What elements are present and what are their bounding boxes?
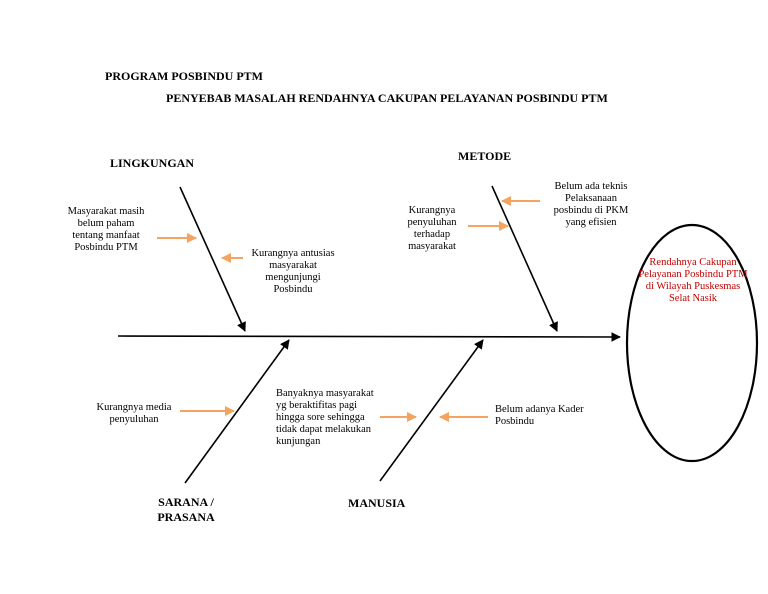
effect-ellipse (625, 223, 759, 463)
cause-line: masyarakat (408, 241, 456, 252)
cause-line: belum paham (77, 218, 135, 229)
cause-lingkungan-2: Kurangnya antusias masyarakat mengunjung… (240, 248, 346, 296)
cause-line: Posbindu PTM (74, 242, 138, 253)
cause-line: Masyarakat masih (67, 206, 145, 217)
cause-line: Kurangnya media (96, 402, 172, 413)
effect-line: Pelayanan Posbindu PTM (638, 269, 748, 280)
cause-line: penyuluhan (109, 414, 159, 425)
cause-line: Kurangnya (408, 205, 456, 216)
cause-line: Posbindu (273, 284, 313, 295)
category-manusia: MANUSIA (348, 496, 406, 510)
cause-line: masyarakat (269, 260, 317, 271)
cause-line: Pelaksanaan (565, 193, 617, 204)
cause-line: posbindu di PKM (553, 205, 629, 216)
bone-manusia (379, 339, 484, 482)
diagram-title: PENYEBAB MASALAH RENDAHNYA CAKUPAN PELAY… (166, 91, 608, 105)
cause-line: kunjungan (276, 436, 321, 447)
spine-line (117, 332, 621, 342)
category-metode: METODE (458, 149, 512, 163)
cause-lingkungan-1: Masyarakat masih belum paham tentang man… (56, 206, 156, 254)
cause-metode-1: Kurangnya penyuluhan terhadap masyarakat (396, 205, 468, 253)
cause-line: yang efisien (565, 217, 617, 228)
category-sarana-line1: SARANA / (158, 495, 214, 509)
cause-manusia-1: Banyaknya masyarakat yg beraktifitas pag… (276, 388, 388, 448)
cause-line: yg beraktifitas pagi (276, 400, 358, 411)
effect-line: di Wilayah Puskesmas (645, 281, 741, 292)
program-title: PROGRAM POSBINDU PTM (105, 69, 263, 83)
cause-line: tentang manfaat (72, 230, 140, 241)
category-sarana-line2: PRASANA (157, 510, 215, 524)
cause-line: penyuluhan (407, 217, 457, 228)
cause-metode-2: Belum ada teknis Pelaksanaan posbindu di… (543, 181, 639, 229)
bone-lingkungan (179, 186, 246, 332)
category-sarana: SARANA / PRASANA (150, 495, 222, 525)
cause-manusia-2: Belum adanya Kader Posbindu (495, 404, 595, 428)
cause-line: hingga sore sehingga (276, 412, 365, 423)
category-lingkungan: LINGKUNGAN (110, 156, 195, 170)
bone-sarana (184, 339, 290, 484)
cause-line: Kurangnya antusias (251, 248, 335, 259)
cause-line: Belum ada teknis (554, 181, 628, 192)
cause-line: Belum adanya Kader (495, 404, 584, 415)
bone-metode (491, 185, 558, 332)
cause-line: mengunjungi (265, 272, 321, 283)
cause-sarana-1: Kurangnya media penyuluhan (88, 402, 180, 426)
effect-text: Rendahnya Cakupan Pelayanan Posbindu PTM… (625, 257, 761, 305)
cause-line: Posbindu (495, 416, 535, 427)
effect-line: Rendahnya Cakupan (649, 257, 737, 268)
cause-line: Banyaknya masyarakat (276, 388, 374, 399)
cause-line: tidak dapat melakukan (276, 424, 372, 435)
effect-line: Selat Nasik (668, 293, 718, 304)
cause-line: terhadap (413, 229, 451, 240)
